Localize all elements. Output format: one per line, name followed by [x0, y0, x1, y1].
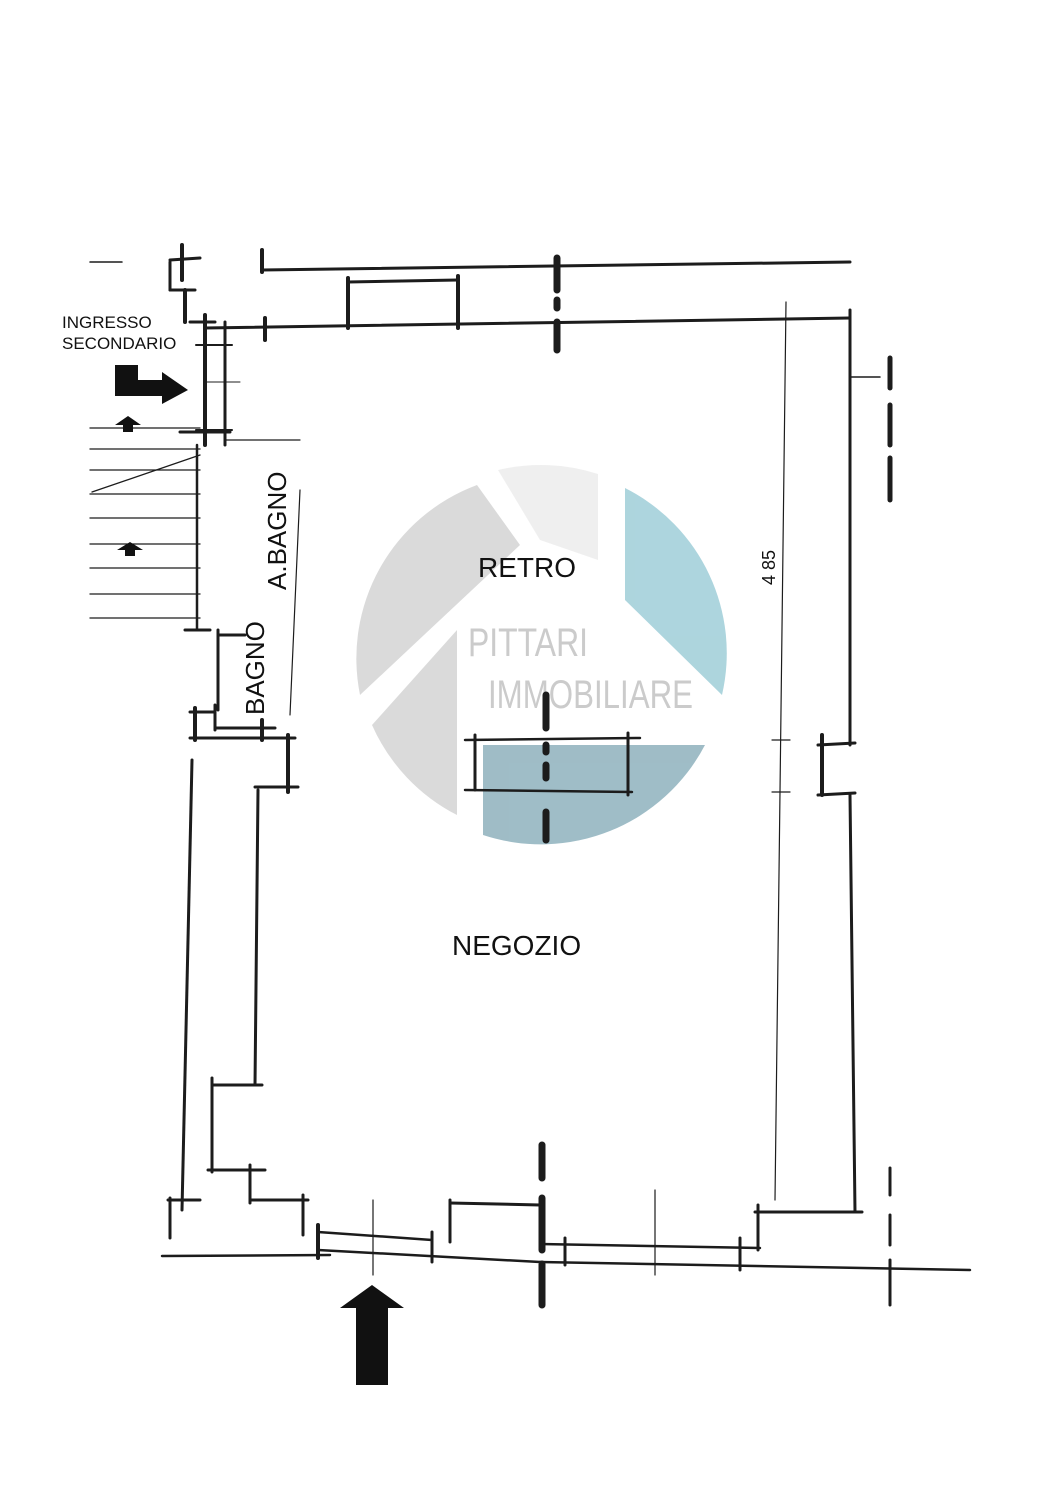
- secondary-entrance-arrow-icon: [115, 365, 188, 404]
- watermark-segment-lightgray: [498, 464, 598, 560]
- stair-up-arrow-icon-2: [117, 542, 143, 556]
- room-label-retro: RETRO: [478, 552, 576, 583]
- watermark-word-1: PITTARI: [468, 621, 588, 665]
- watermark-segment-steel: [483, 745, 705, 845]
- main-entrance-arrow-icon: [340, 1285, 404, 1385]
- room-label-negozio: NEGOZIO: [452, 930, 581, 961]
- watermark-word-2: IMMOBILIARE: [488, 673, 693, 717]
- stair-up-arrow-icon: [115, 416, 141, 432]
- watermark-logo: PITTARI IMMOBILIARE: [356, 464, 727, 845]
- room-label-bagno: BAGNO: [240, 621, 270, 715]
- walls: [89, 243, 972, 1309]
- watermark-segment-gray: [356, 485, 520, 695]
- watermark-segment-teal: [625, 488, 727, 695]
- dimension-label: 4 85: [759, 550, 779, 585]
- room-label-antibagno: A.BAGNO: [262, 472, 292, 590]
- watermark-segment-gray2: [372, 630, 457, 815]
- entrance-label-line2: SECONDARIO: [62, 334, 176, 353]
- entrance-label-line1: INGRESSO: [62, 313, 152, 332]
